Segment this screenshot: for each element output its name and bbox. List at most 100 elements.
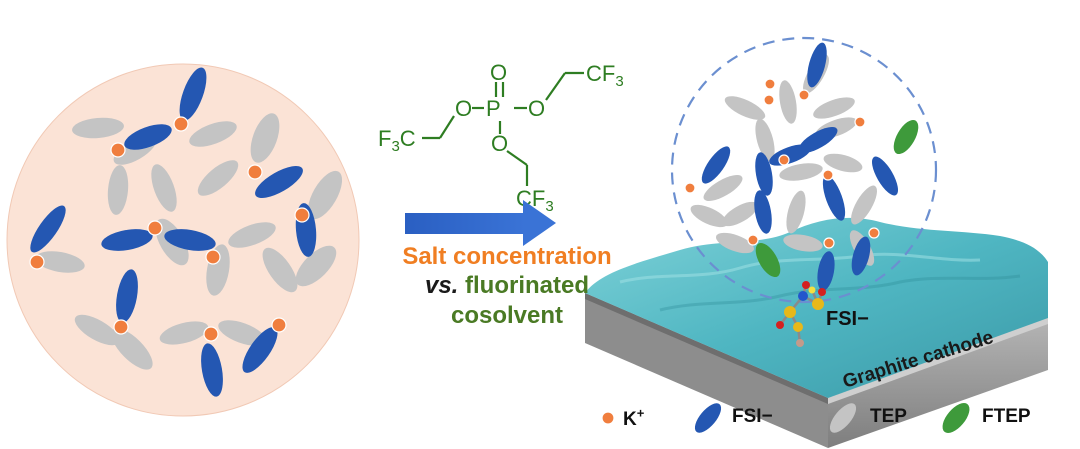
- ftep-molecule: [755, 242, 781, 278]
- k-ion: [113, 319, 129, 335]
- k-ion: [823, 237, 835, 249]
- tep-molecule: [307, 170, 343, 220]
- tep-molecule: [823, 153, 863, 173]
- tep-molecule: [250, 113, 280, 163]
- electrode-front-face: [585, 293, 828, 448]
- fsi-molecule: [872, 156, 898, 196]
- ftep-molecule: O P O O O CF3 F3C CF3: [378, 60, 624, 215]
- legend-symbols: [601, 403, 970, 433]
- k-ion: [601, 411, 615, 425]
- tep-molecule: [159, 321, 209, 345]
- fsi-molecule: [822, 175, 846, 221]
- fsi-molecule: [124, 124, 172, 150]
- ftep-icon: [942, 403, 970, 433]
- tep-molecule: [218, 320, 266, 346]
- k-ion: [747, 234, 759, 246]
- k-ion: [868, 227, 880, 239]
- fsi-molecule: [164, 229, 216, 251]
- k-ion: [247, 164, 263, 180]
- fsi-molecule: [755, 152, 773, 196]
- fsi-molecule: [807, 42, 827, 88]
- tep-molecule: [716, 232, 754, 254]
- fsi-anion-label: FSI−: [826, 308, 869, 330]
- tep-molecule: [724, 96, 766, 120]
- tep-molecule: [35, 251, 85, 273]
- atom-o-right: O: [528, 96, 545, 121]
- caption-cosolvent: cosolvent: [450, 302, 564, 329]
- dilute-electrolyte-panel: [670, 36, 938, 304]
- k-ion: [822, 169, 834, 181]
- solvation-sphere-dashed: [670, 36, 938, 304]
- tep-molecule: [228, 222, 276, 248]
- tep-molecule: [111, 328, 153, 370]
- fsi-molecule: [701, 146, 731, 184]
- tep-icon: [829, 403, 857, 433]
- fsi-molecule: [255, 165, 303, 199]
- fsi-molecule: [179, 67, 207, 121]
- k-ion: [173, 116, 189, 132]
- tep-molecule: [107, 165, 129, 215]
- atom-o-bottom: O: [491, 131, 508, 156]
- k-ion: [271, 317, 287, 333]
- tep-molecule: [295, 245, 337, 287]
- solvation-cluster-right: [684, 42, 919, 291]
- k-ion: [764, 78, 776, 90]
- solvation-cluster-left: [29, 67, 343, 397]
- caption-salt: Salt concentration: [402, 243, 612, 270]
- k-ion: [147, 220, 163, 236]
- tep-molecule: [197, 160, 239, 196]
- tep-molecule: [851, 185, 877, 225]
- fsi-molecule: [116, 269, 138, 323]
- fsi-anion-model: [776, 281, 826, 347]
- fsi-molecule: [817, 251, 835, 291]
- tep-molecule: [74, 314, 120, 346]
- tep-molecule: [813, 97, 855, 119]
- tep-molecule: [779, 80, 797, 124]
- fsi-molecule: [30, 205, 66, 253]
- caption-fluorinated: fluorinated: [465, 272, 590, 299]
- ftep-molecule: [893, 119, 919, 155]
- k-ion: [763, 94, 775, 106]
- legend-label-k-ion: K+: [623, 406, 645, 431]
- k-ion: [778, 154, 790, 166]
- legend-label-ftep: FTEP: [982, 406, 1031, 427]
- fsi-icon: [694, 403, 722, 433]
- k-ion: [798, 89, 810, 101]
- tep-molecule: [783, 234, 823, 252]
- tep-molecule: [189, 121, 237, 147]
- caption-vs: vs.: [424, 272, 459, 299]
- k-ion: [854, 116, 866, 128]
- tep-molecule: [151, 164, 177, 212]
- k-ion: [205, 249, 221, 265]
- tep-molecule: [262, 247, 298, 293]
- legend-label-fsi: FSI−: [732, 406, 773, 427]
- fsi-molecule: [754, 190, 772, 234]
- k-ion: [294, 207, 310, 223]
- group-cf3-right: CF3: [586, 61, 624, 90]
- k-ion: [110, 142, 126, 158]
- process-arrow: [405, 200, 556, 246]
- k-ion: [203, 326, 219, 342]
- tep-molecule: [722, 201, 758, 227]
- atom-o-left: O: [455, 96, 472, 121]
- atom-p: P: [486, 96, 501, 121]
- tep-molecule: [690, 204, 728, 228]
- fsi-molecule: [851, 236, 871, 276]
- fsi-molecule: [101, 229, 153, 251]
- electrode-side-face: [828, 318, 1048, 448]
- group-f3c-left: F3C: [378, 126, 416, 155]
- tep-molecule: [703, 175, 743, 201]
- caption-line-2: vs. fluorinated: [392, 272, 622, 300]
- legend-label-tep: TEP: [870, 406, 907, 427]
- atom-o-top: O: [490, 60, 507, 85]
- k-ion: [29, 254, 45, 270]
- concentrated-electrolyte-panel: [6, 63, 360, 417]
- fsi-molecule: [201, 343, 223, 397]
- fsi-molecule: [242, 327, 278, 373]
- tep-molecule: [786, 190, 806, 234]
- k-ion: [684, 182, 696, 194]
- tep-molecule: [755, 118, 775, 162]
- tep-molecule: [72, 117, 124, 139]
- tep-molecule: [779, 163, 823, 181]
